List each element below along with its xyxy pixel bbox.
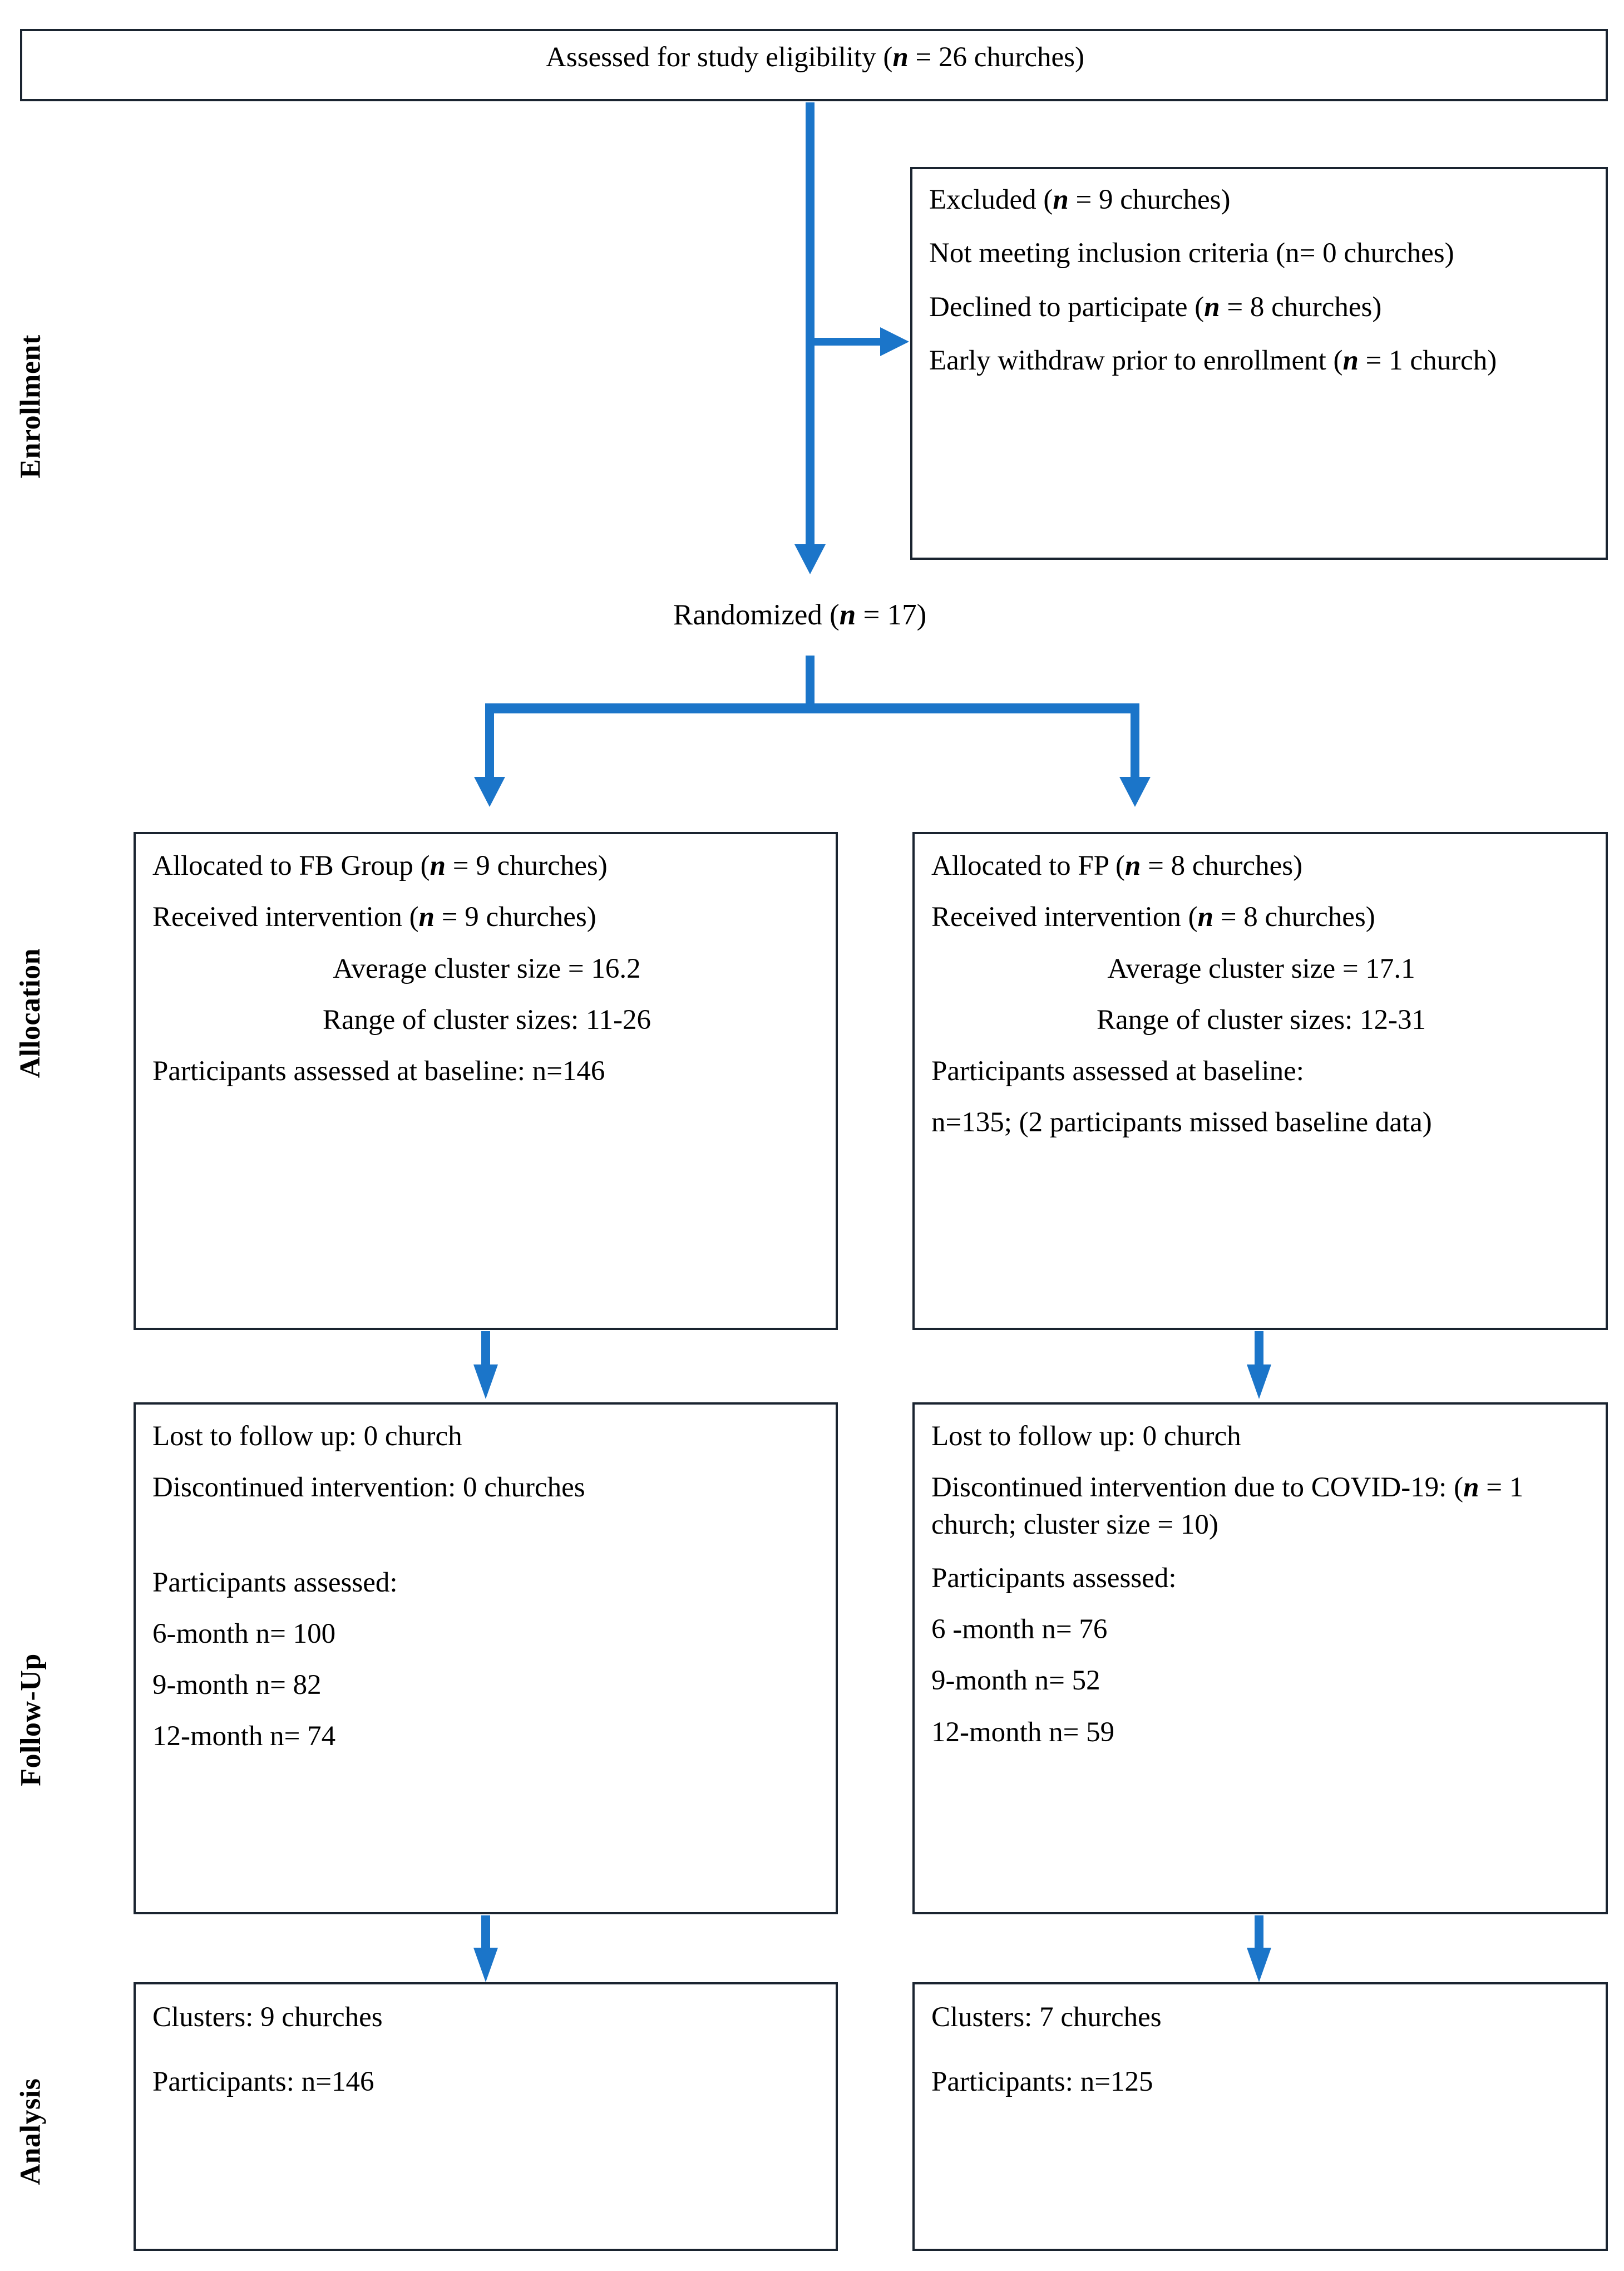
connector-fp-followup-to-analysis <box>1255 1915 1263 1957</box>
excluded-heading-n-symbol: n <box>1053 184 1069 215</box>
followup-right-discontinued-prefix: Discontinued intervention due to COVID-1… <box>931 1472 1464 1504</box>
followup-left-9-month: 9-month n= 82 <box>152 1669 322 1701</box>
excluded-declined-prefix: Declined to participate ( <box>929 291 1205 323</box>
arrow-fp-allocation-to-followup <box>1247 1364 1271 1399</box>
allocation-left-average-cluster-size: Average cluster size = 16.2 <box>333 953 641 984</box>
stage-label-allocation: Allocation <box>0 868 61 1157</box>
excluded-withdraw-n-symbol: n <box>1342 344 1359 376</box>
allocation-right-baseline-label: Participants assessed at baseline: <box>931 1056 1304 1087</box>
allocation-left-allocated-n-symbol: n <box>430 850 446 881</box>
allocation-left-allocated-suffix: = 9 churches) <box>445 850 608 881</box>
assessed-n-symbol: n <box>892 42 909 73</box>
excluded-reason-declined: Declined to participate (n = 8 churches) <box>929 289 1591 326</box>
excluded-withdraw-prefix: Early withdraw prior to enrollment ( <box>929 344 1343 376</box>
randomized-n-symbol: n <box>839 599 856 631</box>
followup-right-discontinued-covid: Discontinued intervention due to COVID-1… <box>931 1469 1591 1543</box>
analysis-right-participants: Participants: n=125 <box>931 2066 1153 2098</box>
connector-randomized-to-right-arm <box>1131 703 1139 781</box>
allocation-left-received: Received intervention (n = 9 churches) <box>152 899 821 935</box>
excluded-reason-not-meeting-criteria: Not meeting inclusion criteria (n= 0 chu… <box>929 238 1454 269</box>
followup-left-12-month: 12-month n= 74 <box>152 1721 336 1752</box>
excluded-withdraw-suffix: = 1 church) <box>1358 344 1497 376</box>
stage-label-analysis: Analysis <box>0 2014 61 2248</box>
allocation-left-received-suffix: = 9 churches) <box>435 901 596 933</box>
allocation-right-received: Received intervention (n = 8 churches) <box>931 899 1591 935</box>
connector-fb-followup-to-analysis <box>481 1915 490 1957</box>
arrow-to-excluded-box <box>880 327 909 356</box>
excluded-declined-n-symbol: n <box>1204 291 1220 323</box>
followup-left-discontinued: Discontinued intervention: 0 churches <box>152 1472 585 1504</box>
assessed-for-eligibility-box: Assessed for study eligibility (n = 26 c… <box>20 29 1608 101</box>
allocation-right-allocated-n-symbol: n <box>1125 850 1141 881</box>
assessed-text-prefix: Assessed for study eligibility ( <box>546 42 893 73</box>
randomized-label: Randomized (n = 17) <box>673 598 926 632</box>
allocation-right-allocated-suffix: = 8 churches) <box>1141 850 1303 881</box>
stage-label-enrollment-text: Enrollment <box>14 334 47 479</box>
analysis-box-fb-group: Clusters: 9 churches Participants: n=146 <box>134 1982 838 2251</box>
stage-label-allocation-text: Allocation <box>14 948 47 1078</box>
allocation-right-average-cluster-size: Average cluster size = 17.1 <box>1107 953 1415 984</box>
analysis-right-clusters: Clusters: 7 churches <box>931 2002 1162 2033</box>
followup-right-9-month: 9-month n= 52 <box>931 1665 1100 1697</box>
connector-fb-allocation-to-followup <box>481 1331 490 1372</box>
excluded-reason-early-withdraw: Early withdraw prior to enrollment (n = … <box>929 342 1591 379</box>
allocation-left-received-prefix: Received intervention ( <box>152 901 419 933</box>
stage-label-enrollment: Enrollment <box>0 234 61 579</box>
excluded-box: Excluded (n = 9 churches) Not meeting in… <box>910 167 1608 560</box>
stage-label-followup: Follow-Up <box>0 1569 61 1870</box>
followup-right-lost-to-followup: Lost to follow up: 0 church <box>931 1421 1241 1452</box>
allocation-left-baseline-participants: Participants assessed at baseline: n=146 <box>152 1056 605 1087</box>
arrow-randomized-to-fp-group <box>1119 777 1151 807</box>
followup-box-fp-group: Lost to follow up: 0 church Discontinued… <box>912 1402 1608 1914</box>
connector-randomized-split-bar <box>485 703 1139 713</box>
arrow-fb-followup-to-analysis <box>473 1948 498 1982</box>
connector-randomized-stem <box>806 656 815 706</box>
connector-assessed-to-randomized <box>806 102 815 553</box>
assessed-text-suffix: = 26 churches) <box>908 42 1084 73</box>
allocation-right-allocated-prefix: Allocated to FP ( <box>931 850 1125 881</box>
stage-label-analysis-text: Analysis <box>14 2078 47 2185</box>
followup-right-discontinued-n-symbol: n <box>1463 1472 1479 1504</box>
connector-to-excluded-box <box>815 338 881 346</box>
randomized-prefix: Randomized ( <box>673 599 840 631</box>
followup-right-discontinued-suffix: = 1 church; cluster size = 10) <box>931 1472 1524 1540</box>
allocation-box-fp-group: Allocated to FP (n = 8 churches) Receive… <box>912 832 1608 1330</box>
followup-right-assessed-label: Participants assessed: <box>931 1562 1177 1594</box>
followup-left-6-month: 6-month n= 100 <box>152 1618 336 1649</box>
connector-fp-allocation-to-followup <box>1255 1331 1263 1372</box>
allocation-right-received-suffix: = 8 churches) <box>1213 901 1375 933</box>
allocation-right-received-prefix: Received intervention ( <box>931 901 1198 933</box>
analysis-left-participants: Participants: n=146 <box>152 2066 374 2098</box>
excluded-heading-prefix: Excluded ( <box>929 184 1053 215</box>
followup-right-12-month: 12-month n= 59 <box>931 1716 1115 1748</box>
allocation-right-baseline-value: n=135; (2 participants missed baseline d… <box>931 1107 1432 1139</box>
allocation-left-allocated-prefix: Allocated to FB Group ( <box>152 850 430 881</box>
excluded-declined-suffix: = 8 churches) <box>1220 291 1382 323</box>
arrow-fp-followup-to-analysis <box>1247 1948 1271 1982</box>
allocation-right-received-n-symbol: n <box>1197 901 1214 933</box>
followup-left-assessed-label: Participants assessed: <box>152 1566 398 1598</box>
stage-label-followup-text: Follow-Up <box>14 1653 47 1786</box>
analysis-left-clusters: Clusters: 9 churches <box>152 2002 383 2033</box>
excluded-heading: Excluded (n = 9 churches) <box>929 181 1591 218</box>
randomized-suffix: = 17) <box>856 599 927 631</box>
allocation-left-allocated: Allocated to FB Group (n = 9 churches) <box>152 848 821 884</box>
allocation-left-range-cluster-sizes: Range of cluster sizes: 11-26 <box>322 1004 651 1036</box>
allocation-left-received-n-symbol: n <box>418 901 435 933</box>
followup-box-fb-group: Lost to follow up: 0 church Discontinued… <box>134 1402 838 1914</box>
excluded-heading-suffix: = 9 churches) <box>1068 184 1231 215</box>
allocation-right-range-cluster-sizes: Range of cluster sizes: 12-31 <box>1096 1004 1426 1036</box>
followup-left-lost-to-followup: Lost to follow up: 0 church <box>152 1421 462 1452</box>
followup-right-6-month: 6 -month n= 76 <box>931 1614 1108 1646</box>
arrow-fb-allocation-to-followup <box>473 1364 498 1399</box>
arrow-randomized-to-fb-group <box>474 777 505 807</box>
assessed-for-eligibility-text: Assessed for study eligibility (n = 26 c… <box>39 39 1591 76</box>
analysis-box-fp-group: Clusters: 7 churches Participants: n=125 <box>912 1982 1608 2251</box>
allocation-box-fb-group: Allocated to FB Group (n = 9 churches) R… <box>134 832 838 1330</box>
allocation-right-allocated: Allocated to FP (n = 8 churches) <box>931 848 1591 884</box>
arrow-assessed-to-randomized <box>794 544 826 574</box>
connector-randomized-to-left-arm <box>485 703 494 781</box>
